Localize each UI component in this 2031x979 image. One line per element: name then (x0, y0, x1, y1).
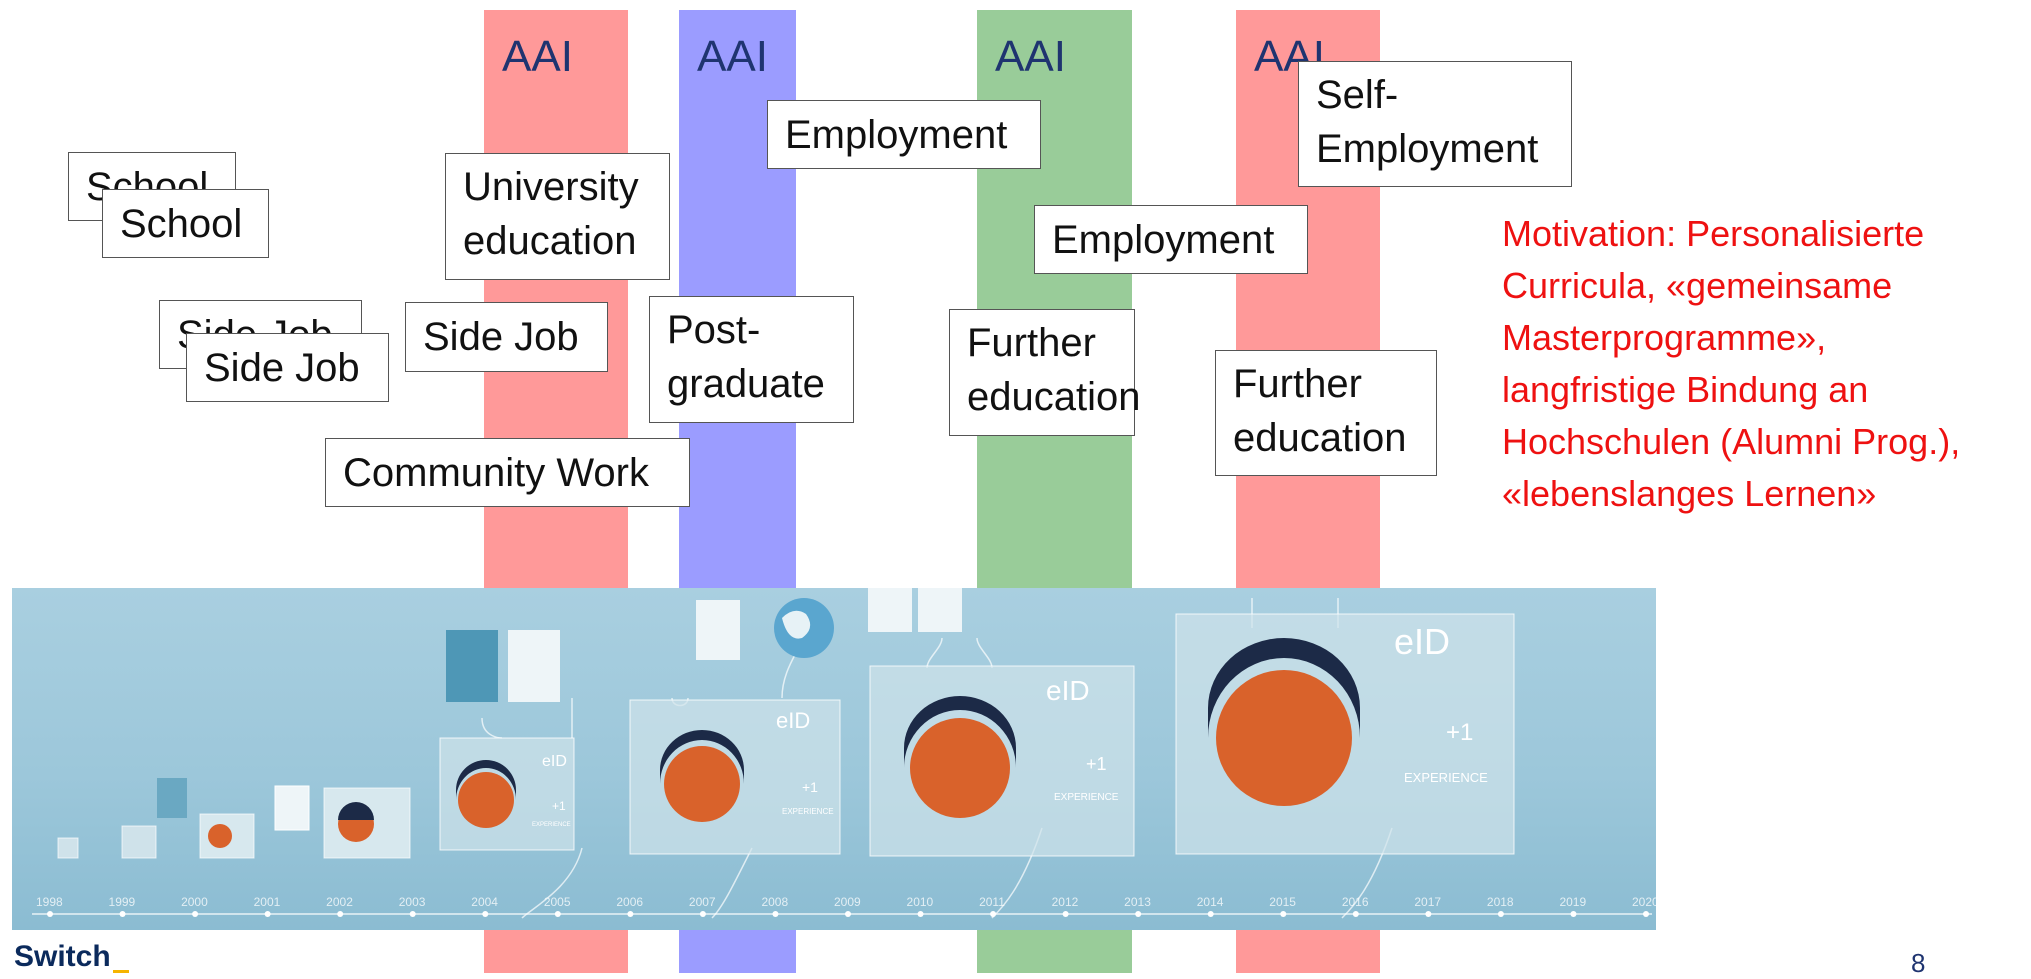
eid-timeline-illustration: 1998 1999 2000 2001 2002 2003 2004 2005 2006 2007… (12, 588, 1656, 930)
document-2010 (868, 588, 912, 632)
switch-logo: Switch (14, 940, 111, 973)
year-label: 2014 (1197, 895, 1224, 909)
card-badge: +1 (1086, 754, 1107, 774)
further-education-box: Further education (949, 309, 1140, 436)
year-tick (1497, 911, 1504, 917)
year-label: 2016 (1342, 895, 1369, 909)
year-tick (1135, 911, 1142, 917)
face-2015 (1216, 670, 1352, 806)
document-2010b (918, 588, 962, 632)
year-tick (554, 911, 561, 917)
year-tick (119, 911, 126, 917)
face-2007 (664, 746, 740, 822)
hair-2015 (1208, 638, 1360, 738)
self-employment-box: Self- Employment (1298, 61, 1572, 187)
aai-label: AAI (502, 32, 573, 81)
card-experience: EXPERIENCE (1404, 770, 1488, 785)
year-label: 1998 (36, 895, 63, 909)
year-tick (772, 911, 779, 917)
switch-logo-accent (113, 970, 129, 973)
employment-box-2: Employment (1034, 205, 1308, 274)
year-tick (627, 911, 634, 917)
book-2004 (446, 630, 498, 702)
year-tick (1643, 911, 1649, 917)
card-eid-label: eID (776, 708, 810, 733)
motivation-text: Motivation: Personalisierte Curricula, «… (1502, 213, 1961, 514)
year-label: 2002 (326, 895, 353, 909)
side-job-box-2: Side Job (405, 302, 608, 372)
aai-label: AAI (995, 32, 1066, 81)
year-tick (990, 911, 997, 917)
year-tick (47, 911, 53, 917)
document-2001 (274, 785, 310, 831)
card-experience: EXPERIENCE (1054, 792, 1119, 803)
year-tick (409, 911, 416, 917)
document-2004 (508, 630, 560, 702)
year-label: 2003 (399, 895, 426, 909)
timeline-year-ticks: 1998 1999 2000 2001 2002 2003 2004 2005 2006 2007… (36, 895, 1656, 917)
hair-2002 (338, 802, 374, 820)
year-tick (1280, 911, 1287, 917)
book-2000 (157, 778, 187, 818)
year-tick (1425, 911, 1432, 917)
card-eid-label: eID (1046, 675, 1090, 706)
year-label: 2001 (254, 895, 281, 909)
year-label: 2000 (181, 895, 208, 909)
year-tick (1570, 911, 1577, 917)
face-2004 (458, 772, 514, 828)
face-2010 (910, 718, 1010, 818)
year-label: 2010 (907, 895, 934, 909)
card-1999 (121, 825, 157, 859)
year-tick (482, 911, 489, 917)
university-education-box: University education (445, 153, 670, 280)
year-label: 2004 (471, 895, 498, 909)
side-job-box: Side Job (186, 333, 389, 402)
year-label: 2011 (979, 895, 1005, 909)
card-experience: EXPERIENCE (782, 807, 834, 816)
year-label: 2009 (834, 895, 861, 909)
face-2000 (208, 824, 232, 848)
card-badge: +1 (802, 779, 818, 795)
postgraduate-box: Post- graduate (649, 296, 854, 423)
year-label: 2013 (1124, 895, 1151, 909)
year-label: 2008 (761, 895, 788, 909)
card-eid-label: eID (1394, 621, 1450, 662)
year-tick (1207, 911, 1214, 917)
card-badge: +1 (1446, 719, 1473, 746)
year-label: 2006 (616, 895, 643, 909)
card-badge: +1 (552, 799, 566, 813)
page-number: 8 (1911, 948, 1926, 978)
year-tick (264, 911, 271, 917)
year-label: 2012 (1052, 895, 1079, 909)
school-box: School (102, 189, 269, 258)
year-tick (845, 911, 851, 917)
year-label: 2015 (1269, 895, 1296, 909)
year-tick (917, 911, 924, 917)
year-tick (337, 911, 344, 917)
card-experience: EXPERIENCE (532, 822, 571, 828)
year-label: 2020 (1632, 895, 1656, 909)
year-tick (192, 911, 199, 917)
year-label: 1999 (109, 895, 136, 909)
hair-2007 (660, 730, 744, 784)
community-work-box: Community Work (325, 438, 690, 507)
year-label: 2017 (1414, 895, 1441, 909)
year-tick (1062, 911, 1069, 917)
year-label: 2018 (1487, 895, 1514, 909)
year-label: 2007 (689, 895, 716, 909)
hair-2010 (904, 696, 1016, 768)
employment-box: Employment (767, 100, 1041, 169)
year-label: 2019 (1559, 895, 1586, 909)
further-education-box-2: Further education (1215, 350, 1437, 476)
globe-continent (782, 610, 811, 639)
year-tick (1352, 911, 1359, 917)
aai-label: AAI (697, 32, 768, 81)
year-tick (699, 911, 706, 917)
document-2007 (696, 600, 740, 660)
year-label: 2005 (544, 895, 571, 909)
card-1998 (57, 837, 79, 859)
card-eid-label: eID (542, 753, 567, 770)
hair-2004 (456, 760, 516, 800)
